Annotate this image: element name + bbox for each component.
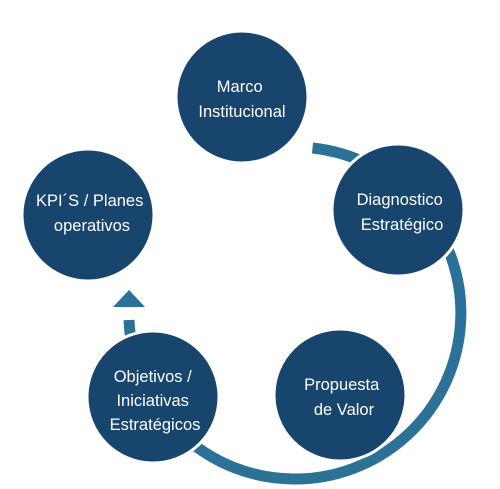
node-label-line: de Valor bbox=[314, 401, 375, 419]
node-label: KPI´S / Planes operativos bbox=[36, 192, 148, 235]
node-label-line: Estratégicos bbox=[110, 416, 201, 434]
node-label-line: Iniciativas bbox=[116, 392, 188, 410]
node-label: Propuesta de Valor bbox=[304, 376, 384, 419]
node-circle bbox=[85, 329, 221, 465]
node-circle bbox=[174, 29, 310, 165]
node-label-line: Propuesta bbox=[304, 376, 380, 394]
node-label-line: Diagnostico bbox=[357, 191, 443, 209]
node-label-line: operativos bbox=[54, 217, 130, 235]
node-label-line: Objetivos / bbox=[114, 368, 192, 386]
cycle-node-propuesta-de-valor: Propuesta de Valor bbox=[272, 327, 408, 463]
node-label-line: Institucional bbox=[198, 103, 285, 121]
cycle-node-marco-institucional: Marco Institucional bbox=[174, 29, 310, 165]
node-circle bbox=[272, 327, 408, 463]
node-label-line: Marco bbox=[217, 78, 263, 96]
node-circle bbox=[330, 142, 466, 278]
cycle-arrow-icon bbox=[113, 290, 145, 307]
node-circle bbox=[20, 147, 156, 283]
cycle-node-kpis-planes: KPI´S / Planes operativos bbox=[20, 147, 156, 283]
node-label: Diagnostico Estratégico bbox=[357, 191, 448, 234]
cycle-node-objetivos-iniciativas: Objetivos / Iniciativas Estratégicos bbox=[85, 329, 221, 465]
cycle-node-diagnostico-estrategico: Diagnostico Estratégico bbox=[330, 142, 466, 278]
node-label: Marco Institucional bbox=[198, 78, 285, 121]
node-label-line: KPI´S / Planes bbox=[36, 192, 143, 210]
node-label-line: Estratégico bbox=[361, 216, 444, 234]
node-label: Objetivos / Iniciativas Estratégicos bbox=[110, 368, 201, 434]
